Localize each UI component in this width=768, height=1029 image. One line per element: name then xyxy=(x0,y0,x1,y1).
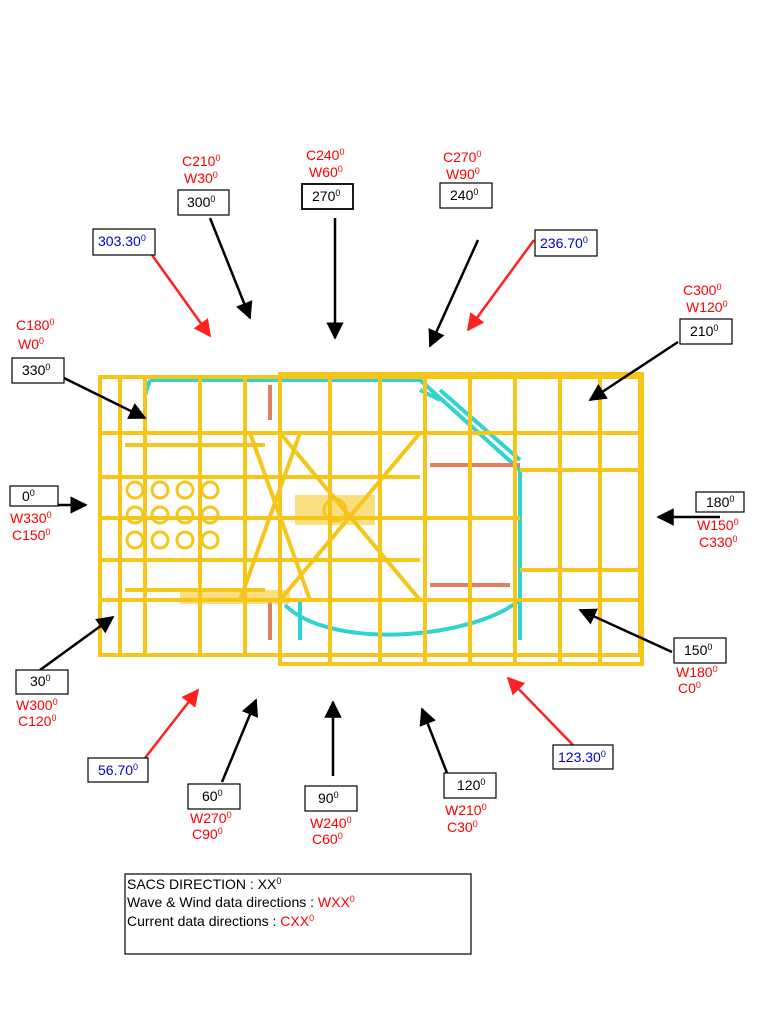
arrow-300 xyxy=(208,217,253,320)
label-d90-l1: C600 xyxy=(312,831,343,847)
sacs-d60: 600 xyxy=(202,788,223,804)
special-direction-labels: 303.300 236.700 56.700 123.300 xyxy=(87,228,614,783)
legend-line-1: SACS DIRECTION : XX0 xyxy=(127,876,281,892)
arrow-330 xyxy=(63,376,147,420)
label-d300-l0: C2100 xyxy=(182,153,220,169)
box-s56 xyxy=(87,757,149,783)
label-d330-l1: W00 xyxy=(18,336,44,352)
box-d240 xyxy=(439,182,493,209)
box-d210 xyxy=(679,318,733,345)
box-d120 xyxy=(443,772,497,799)
label-d180-l1: C3300 xyxy=(699,534,737,550)
label-d90-l0: W2400 xyxy=(310,815,352,831)
label-d60-l1: C900 xyxy=(192,826,223,842)
label-d210-l0: C3000 xyxy=(683,282,721,298)
arrow-123-30 xyxy=(506,676,574,746)
arrow-56-70 xyxy=(144,688,200,759)
box-d270 xyxy=(301,183,354,210)
box-d60 xyxy=(187,783,241,810)
label-d270-l1: W600 xyxy=(309,164,343,180)
sacs-d300: 3000 xyxy=(187,194,215,210)
label-d150-l0: W1800 xyxy=(676,664,718,680)
box-s123 xyxy=(552,744,614,770)
label-d270-l0: C2400 xyxy=(306,147,344,163)
sacs-d150: 1500 xyxy=(684,642,712,658)
arrow-30 xyxy=(39,615,115,672)
label-d30-l1: C1200 xyxy=(18,713,56,729)
label-d0-l1: C1500 xyxy=(12,527,50,543)
value-s236: 236.700 xyxy=(540,235,588,251)
sacs-d210: 2100 xyxy=(690,323,718,339)
label-d240-l1: W900 xyxy=(446,166,480,182)
label-d120-l1: C300 xyxy=(447,819,478,835)
arrow-303-30 xyxy=(150,254,212,338)
sacs-d120: 1200 xyxy=(457,777,485,793)
box-d30 xyxy=(15,669,69,695)
label-d210-l1: W1200 xyxy=(686,299,728,315)
box-d90 xyxy=(304,785,358,812)
sacs-d30: 300 xyxy=(30,673,51,689)
label-d150-l1: C00 xyxy=(678,680,701,696)
box-d180 xyxy=(695,491,745,513)
sacs-d270: 2700 xyxy=(312,188,340,204)
label-d330-l0: C1800 xyxy=(16,317,54,333)
label-d180-l0: W1500 xyxy=(697,517,739,533)
label-d300-l1: W300 xyxy=(184,170,218,186)
box-d300 xyxy=(177,189,230,216)
sacs-d180: 1800 xyxy=(706,494,734,510)
yellow-grid xyxy=(98,372,644,666)
box-d0 xyxy=(9,485,59,507)
sacs-d330: 3300 xyxy=(22,362,50,378)
special-arrows xyxy=(144,239,574,759)
label-d120-l0: W2100 xyxy=(445,802,487,818)
platform-structure xyxy=(98,372,644,666)
arrow-236-70 xyxy=(466,239,536,332)
label-d0-l0: W3300 xyxy=(10,510,52,526)
arrow-150 xyxy=(578,608,673,654)
legend-line-3: Current data directions : CXX0 xyxy=(127,913,314,929)
box-d330 xyxy=(11,357,65,384)
box-s236 xyxy=(534,229,598,257)
label-d30-l0: W3000 xyxy=(16,697,58,713)
arrow-240 xyxy=(428,239,480,348)
sacs-d240: 2400 xyxy=(450,187,478,203)
sacs-d90: 900 xyxy=(318,790,339,806)
value-s123: 123.300 xyxy=(558,749,606,765)
arrow-60 xyxy=(220,698,259,783)
pipe-members xyxy=(268,385,520,640)
label-d60-l0: W2700 xyxy=(190,810,232,826)
value-s303: 303.300 xyxy=(98,233,146,249)
legend-line-2: Wave & Wind data directions : WXX0 xyxy=(127,894,355,910)
direction-labels: C2100 W300 3000 C2400 W600 2700 C2700 W9… xyxy=(9,147,745,847)
label-d240-l0: C2700 xyxy=(443,149,481,165)
legend-box: SACS DIRECTION : XX0 Wave & Wind data di… xyxy=(124,873,472,955)
arrow-210 xyxy=(588,340,679,402)
sacs-d0: 00 xyxy=(22,488,35,504)
value-s56: 56.700 xyxy=(98,762,138,778)
deck-core xyxy=(180,495,375,604)
box-s303 xyxy=(92,228,156,256)
box-d150 xyxy=(673,637,727,664)
arrow-120 xyxy=(419,707,449,774)
